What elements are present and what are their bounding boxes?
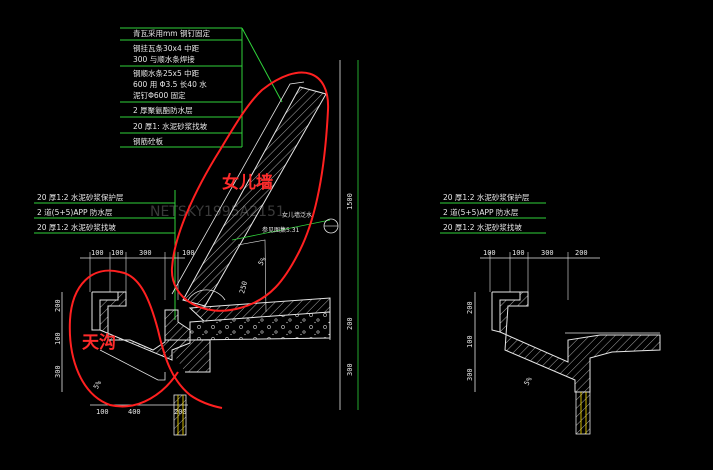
right-vert-dim-1: 200 (466, 301, 474, 314)
right-dim-top-1: 100 (483, 249, 496, 257)
right-layer-callout: 20 厚1:2 水泥砂浆保护层 2 道(5+5)APP 防水层 20 厚1:2 … (440, 192, 546, 234)
right-detail: 100 100 300 200 5% 200 100 300 (466, 249, 661, 435)
left-layer-line-3: 20 厚1:2 水泥砂浆找坡 (37, 222, 116, 232)
left-vert-dim-2: 100 (54, 332, 62, 345)
callout-line-8: 20 厚1: 水泥砂浆找坡 (133, 121, 208, 131)
left-vert-dim-1: 200 (54, 299, 62, 312)
right-dim-top-2: 100 (512, 249, 525, 257)
diag-dim: 250 (238, 280, 249, 294)
callout-line-9: 钢筋砼板 (133, 136, 163, 146)
left-dim-top-1: 100 (91, 249, 104, 257)
right-vert-dim-3: 300 (466, 368, 474, 381)
left-dim-top-3: 300 (139, 249, 152, 257)
callout-line-5: 600 用 Φ3.5 长40 水 (133, 79, 207, 89)
right-layer-line-3: 20 厚1:2 水泥砂浆找坡 (443, 222, 522, 232)
right-dim-top-4: 200 (575, 249, 588, 257)
wall-slope-mark: 5% (257, 255, 269, 267)
roof-slab (188, 297, 331, 341)
wall-dim-200: 200 (346, 317, 354, 330)
gutter-label: 天沟 (82, 332, 116, 353)
red-markup: 女儿墙 天沟 (68, 71, 330, 409)
callout-line-1: 青瓦采用mm 钢钉固定 (133, 28, 210, 38)
left-slope-mark: 5% (92, 379, 103, 391)
left-dim-top-4: 100 (182, 249, 195, 257)
right-layer-line-2: 2 道(5+5)APP 防水层 (443, 207, 519, 217)
right-vert-dim-2: 100 (466, 335, 474, 348)
left-dim-top-2: 100 (111, 249, 124, 257)
right-dim-top-3: 300 (541, 249, 554, 257)
left-vert-dim-3: 300 (54, 365, 62, 378)
callout-line-7: 2 厚聚氨酯防水层 (133, 105, 193, 115)
main-callout: 青瓦采用mm 钢钉固定 钢挂瓦条30x4 中距 300 与顺水条焊接 钢顺水条2… (120, 27, 283, 148)
left-layer-line-2: 2 道(5+5)APP 防水层 (37, 207, 113, 217)
right-slope-mark: 5% (523, 375, 534, 387)
parapet-label: 女儿墙 (222, 172, 273, 193)
left-dim-bottom-1: 100 (96, 408, 109, 416)
callout-line-6: 泥钉Φ600 固定 (133, 90, 186, 100)
callout-line-3: 300 与顺水条焊接 (133, 54, 195, 64)
wall-dim-300: 300 (346, 363, 354, 376)
left-layer-line-1: 20 厚1:2 水泥砂浆保护层 (37, 192, 124, 202)
wall-note-2: 参见图集5.31 (262, 226, 300, 234)
callout-line-2: 钢挂瓦条30x4 中距 (133, 43, 200, 53)
left-layer-callout: 20 厚1:2 水泥砂浆保护层 2 道(5+5)APP 防水层 20 厚1:2 … (34, 190, 176, 320)
wall-vertical-dims: 1500 200 300 (339, 60, 359, 410)
callout-line-4: 钢顺水条25x5 中距 (133, 68, 200, 78)
wall-dim-1500: 1500 (346, 193, 354, 210)
right-layer-line-1: 20 厚1:2 水泥砂浆保护层 (443, 192, 530, 202)
left-dim-bottom-2: 400 (128, 408, 141, 416)
wall-note-1: 女儿墙泛水 (282, 211, 312, 219)
left-detail: 100 100 300 100 5% 200 100 300 100 400 2… (54, 249, 211, 436)
